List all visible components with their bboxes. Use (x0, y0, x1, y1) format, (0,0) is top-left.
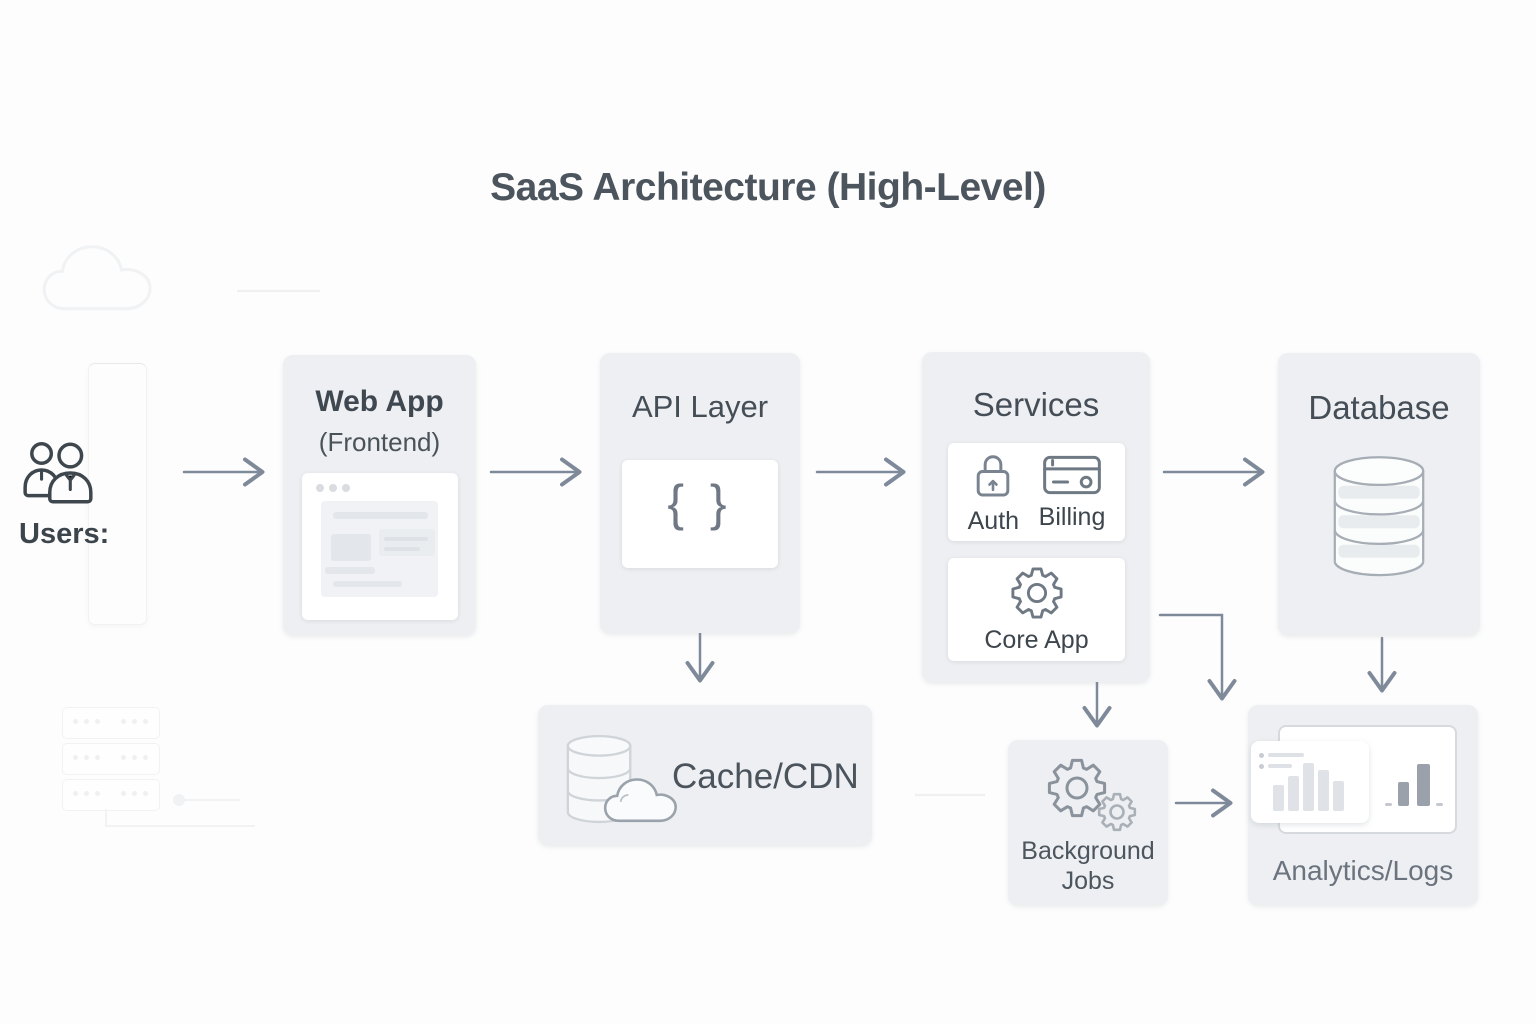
light-bar (1333, 781, 1344, 811)
page-title: SaaS Architecture (High-Level) (490, 166, 1046, 209)
light-bar (1273, 785, 1284, 811)
cloud-icon (42, 245, 152, 311)
node-cache-cdn: Cache/CDN (538, 705, 872, 845)
database-title: Database (1308, 389, 1450, 426)
node-background-jobs: Background Jobs (1008, 740, 1168, 905)
service-auth: Auth (968, 448, 1019, 536)
arrow-services-elbow-down (1158, 613, 1237, 701)
ghost-panel (88, 363, 147, 625)
light-bar (1288, 776, 1299, 811)
background-jobs-title: Background Jobs (1021, 837, 1155, 895)
analytics-logs-title: Analytics/Logs (1272, 855, 1454, 886)
light-bar (1303, 763, 1314, 811)
node-api-layer: API Layer { } (600, 353, 800, 633)
auth-label: Auth (967, 507, 1020, 535)
lock-icon (977, 455, 1010, 497)
credit-card-icon (1043, 455, 1101, 495)
api-layer-title: API Layer (631, 389, 769, 424)
faint-node-dot (173, 794, 185, 806)
gears-icon (1047, 758, 1137, 832)
service-core-app: Core App (948, 558, 1125, 661)
light-bar (1318, 770, 1329, 811)
gear-icon (1010, 567, 1063, 619)
service-billing: Billing (1038, 452, 1106, 532)
billing-label: Billing (1038, 503, 1106, 531)
node-web-app: Web App (Frontend) (283, 355, 476, 635)
dark-bar (1417, 764, 1430, 806)
database-icon (1333, 456, 1425, 577)
node-database: Database (1278, 353, 1480, 635)
cache-cdn-title: Cache/CDN (672, 757, 859, 796)
users-icon (23, 442, 93, 504)
web-app-subtitle: (Frontend) (318, 427, 441, 457)
dark-bar (1398, 782, 1409, 806)
core-app-label: Core App (984, 626, 1089, 654)
node-analytics-logs: Analytics/Logs (1248, 705, 1478, 905)
cache-cloud-icon (603, 778, 677, 823)
chart-card-front (1251, 741, 1369, 823)
users-label: Users: (19, 518, 110, 550)
node-services: Services Auth (922, 352, 1150, 682)
web-app-title: Web App (315, 385, 444, 418)
faint-connector (105, 809, 255, 827)
services-title: Services (972, 386, 1100, 423)
browser-window-icon (302, 473, 458, 620)
braces-icon: { } (622, 460, 778, 568)
